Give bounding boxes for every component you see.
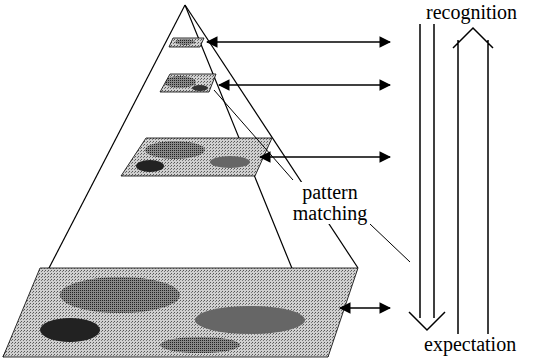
arrow-label: expectation [422, 334, 518, 355]
callout-label: pattern matching [278, 182, 382, 224]
arrow-label: recognition [424, 2, 519, 23]
